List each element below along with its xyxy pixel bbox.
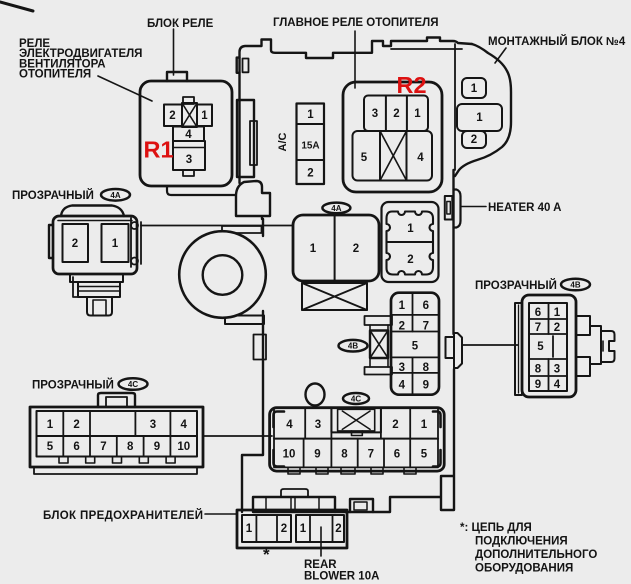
svg-text:*: * <box>263 545 270 564</box>
svg-text:7: 7 <box>100 441 106 453</box>
svg-text:2: 2 <box>399 321 405 333</box>
svg-text:2: 2 <box>392 419 398 431</box>
svg-text:1: 1 <box>421 419 428 431</box>
svg-text:2: 2 <box>73 419 79 431</box>
svg-text:1: 1 <box>407 223 414 235</box>
svg-text:R2: R2 <box>397 72 427 98</box>
svg-text:5: 5 <box>361 152 368 164</box>
svg-text:3: 3 <box>186 154 192 166</box>
svg-text:6: 6 <box>394 449 400 461</box>
svg-text:ДОПОЛНИТЕЛЬНОГО: ДОПОЛНИТЕЛЬНОГО <box>475 549 597 561</box>
svg-text:*: ЦЕПЬ ДЛЯ: *: ЦЕПЬ ДЛЯ <box>460 522 532 534</box>
svg-text:1: 1 <box>300 523 307 535</box>
svg-text:БЛОК ПРЕДОХРАНИТЕЛЕЙ: БЛОК ПРЕДОХРАНИТЕЛЕЙ <box>43 509 203 522</box>
svg-text:6: 6 <box>423 300 429 312</box>
svg-text:4: 4 <box>417 152 424 164</box>
svg-text:3: 3 <box>315 419 321 431</box>
svg-text:8: 8 <box>535 364 542 376</box>
svg-text:ПРОЗРАЧНЫЙ: ПРОЗРАЧНЫЙ <box>32 379 114 392</box>
svg-text:1: 1 <box>307 109 314 121</box>
svg-text:7: 7 <box>368 449 374 461</box>
svg-text:ВЕНТИЛЯТОРА: ВЕНТИЛЯТОРА <box>19 58 106 70</box>
svg-text:5: 5 <box>47 441 54 453</box>
svg-text:4: 4 <box>286 419 293 431</box>
svg-text:4: 4 <box>554 379 561 391</box>
svg-text:1: 1 <box>399 300 406 312</box>
svg-text:6: 6 <box>535 307 541 319</box>
svg-text:R1: R1 <box>144 137 174 163</box>
svg-text:1: 1 <box>554 307 561 319</box>
svg-text:8: 8 <box>127 441 134 453</box>
svg-text:ПРОЗРАЧНЫЙ: ПРОЗРАЧНЫЙ <box>12 189 94 202</box>
svg-text:1: 1 <box>414 108 421 120</box>
svg-text:HEATER 40 A: HEATER 40 A <box>488 202 562 214</box>
svg-text:7: 7 <box>535 322 541 334</box>
svg-text:1: 1 <box>476 112 483 124</box>
svg-text:ОТОПИТЕЛЯ: ОТОПИТЕЛЯ <box>19 69 91 81</box>
svg-text:10: 10 <box>283 449 296 461</box>
svg-text:ГЛАВНОЕ РЕЛЕ ОТОПИТЕЛЯ: ГЛАВНОЕ РЕЛЕ ОТОПИТЕЛЯ <box>273 17 439 29</box>
svg-text:3: 3 <box>372 108 378 120</box>
svg-text:1: 1 <box>201 110 208 122</box>
svg-text:ПОДКЛЮЧЕНИЯ: ПОДКЛЮЧЕНИЯ <box>475 536 568 548</box>
svg-text:2: 2 <box>407 254 413 266</box>
svg-text:3: 3 <box>554 364 560 376</box>
svg-text:4A: 4A <box>110 191 120 200</box>
svg-text:ОБОРУДОВАНИЯ: ОБОРУДОВАНИЯ <box>475 563 573 575</box>
svg-text:1: 1 <box>310 243 317 255</box>
svg-text:ПРОЗРАЧНЫЙ: ПРОЗРАЧНЫЙ <box>475 279 557 292</box>
svg-text:1: 1 <box>471 83 478 95</box>
svg-text:2: 2 <box>307 168 313 180</box>
svg-text:4: 4 <box>180 419 187 431</box>
svg-text:МОНТАЖНЫЙ БЛОК №4: МОНТАЖНЫЙ БЛОК №4 <box>488 35 626 48</box>
svg-text:4A: 4A <box>331 204 341 213</box>
svg-text:1: 1 <box>112 238 119 250</box>
svg-text:REAR: REAR <box>304 559 337 571</box>
svg-text:8: 8 <box>341 449 348 461</box>
svg-text:4C: 4C <box>351 395 361 404</box>
svg-text:3: 3 <box>150 419 156 431</box>
svg-text:9: 9 <box>154 441 160 453</box>
svg-text:8: 8 <box>423 362 430 374</box>
svg-text:5: 5 <box>537 341 544 353</box>
svg-text:2: 2 <box>353 243 359 255</box>
svg-text:РЕЛЕ: РЕЛЕ <box>19 38 50 50</box>
svg-text:2: 2 <box>471 134 477 146</box>
svg-text:1: 1 <box>246 523 253 535</box>
svg-text:4: 4 <box>185 129 192 141</box>
svg-text:4B: 4B <box>348 342 358 351</box>
svg-text:3: 3 <box>399 362 405 374</box>
svg-text:9: 9 <box>314 449 320 461</box>
svg-text:A/C: A/C <box>277 132 289 151</box>
svg-text:ЭЛЕКТРОДВИГАТЕЛЯ: ЭЛЕКТРОДВИГАТЕЛЯ <box>19 48 142 60</box>
svg-text:2: 2 <box>393 108 399 120</box>
svg-text:4B: 4B <box>570 281 580 290</box>
svg-text:4C: 4C <box>128 380 138 389</box>
svg-text:15A: 15A <box>301 141 319 152</box>
svg-text:2: 2 <box>169 110 175 122</box>
svg-text:БЛОК РЕЛЕ: БЛОК РЕЛЕ <box>147 18 214 30</box>
svg-text:2: 2 <box>335 523 341 535</box>
svg-text:10: 10 <box>177 441 190 453</box>
svg-text:9: 9 <box>535 379 541 391</box>
svg-text:5: 5 <box>412 341 419 353</box>
svg-text:2: 2 <box>281 523 287 535</box>
svg-text:2: 2 <box>72 238 78 250</box>
svg-text:9: 9 <box>423 380 429 392</box>
svg-text:2: 2 <box>554 322 560 334</box>
svg-text:BLOWER 10A: BLOWER 10A <box>304 571 379 583</box>
svg-text:1: 1 <box>47 419 54 431</box>
svg-text:6: 6 <box>73 441 79 453</box>
svg-text:4: 4 <box>399 380 406 392</box>
svg-text:5: 5 <box>421 449 428 461</box>
svg-text:7: 7 <box>423 321 429 333</box>
